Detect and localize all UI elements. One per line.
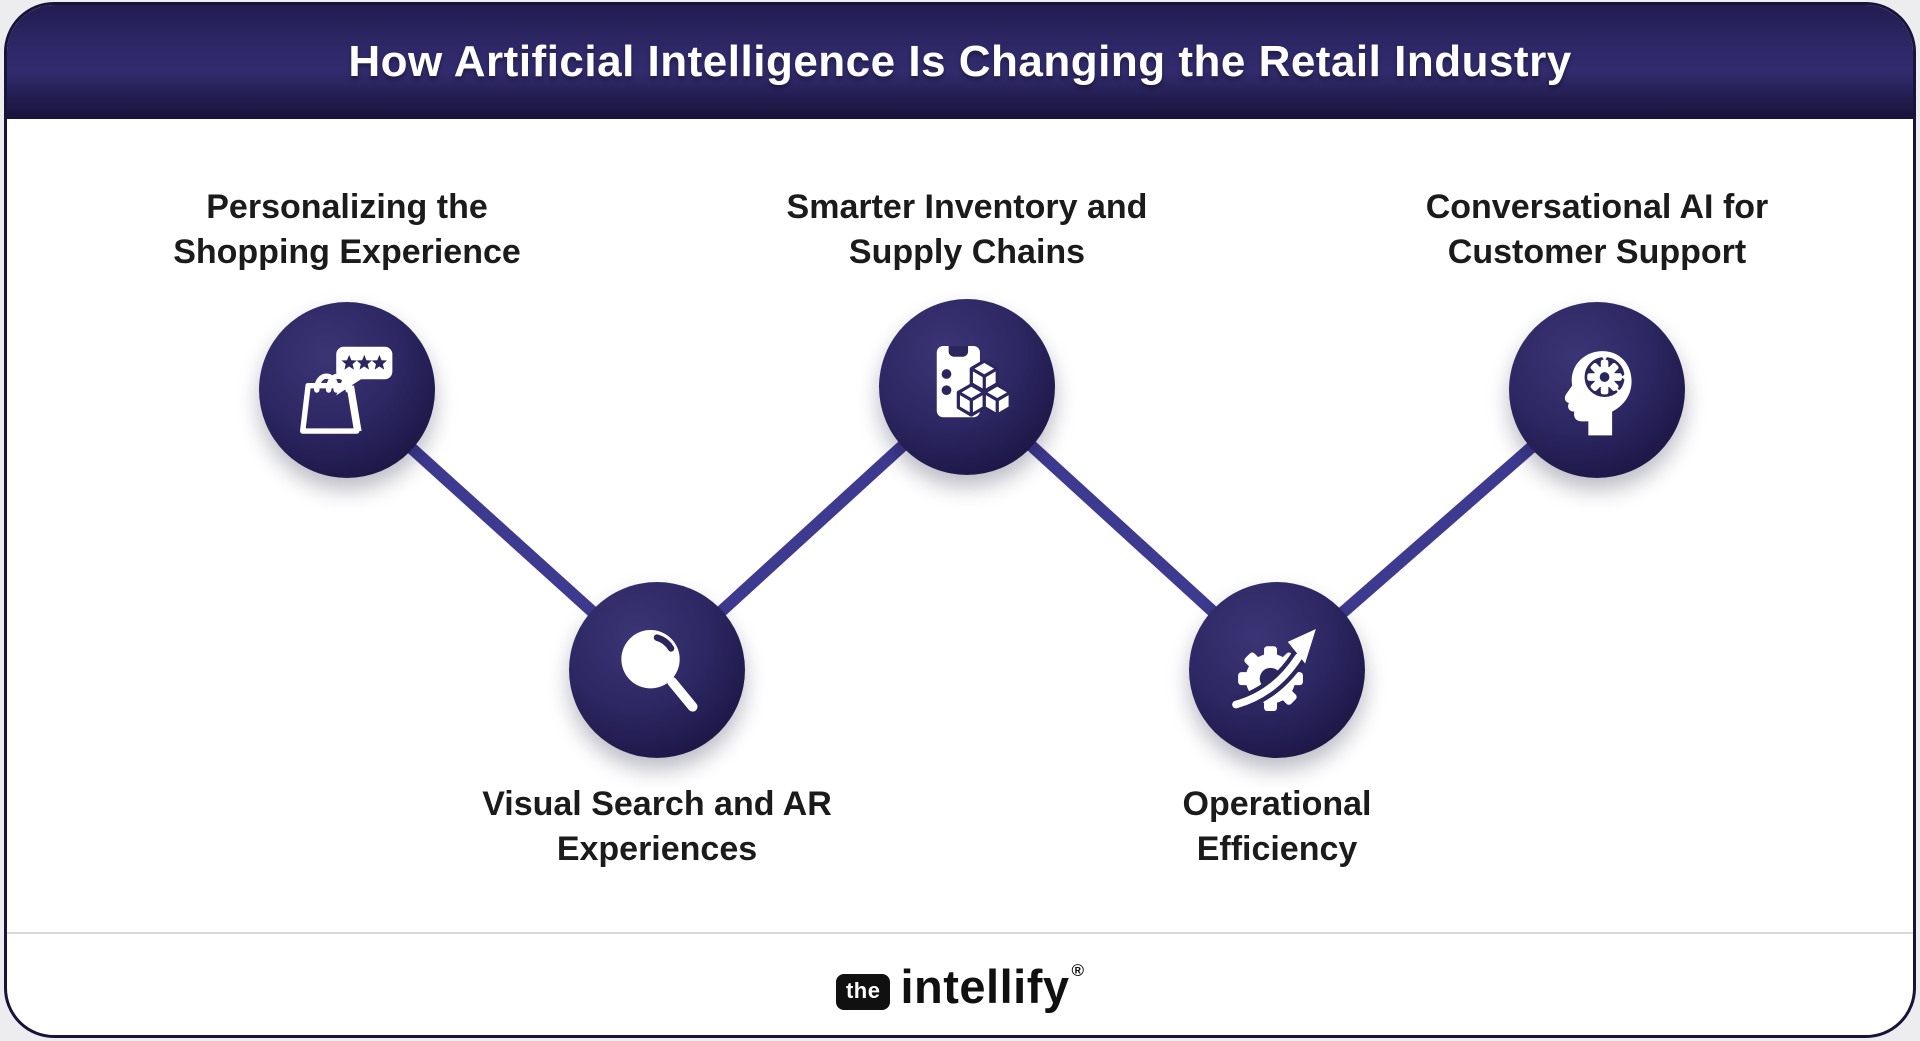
page-title: How Artificial Intelligence Is Changing … bbox=[348, 37, 1572, 86]
node-circle-personalizing bbox=[259, 302, 435, 478]
shopping-bag-rating-icon bbox=[300, 346, 393, 434]
node-label-efficiency: Operational Efficiency bbox=[1182, 785, 1372, 868]
node-circle-visual-search bbox=[569, 582, 745, 758]
infographic-card: How Artificial Intelligence Is Changing … bbox=[4, 2, 1916, 1038]
node-circle-efficiency bbox=[1189, 582, 1365, 758]
footer: the intellify ® bbox=[7, 934, 1913, 1035]
node-label-conversational-ai: Conversational AI for Customer Support bbox=[1425, 188, 1769, 271]
node-label-inventory: Smarter Inventory and Supply Chains bbox=[786, 188, 1148, 271]
inventory-clipboard-cubes-icon bbox=[936, 345, 1012, 418]
node-label-personalizing: Personalizing the Shopping Experience bbox=[173, 188, 521, 271]
logo-wordmark: intellify bbox=[900, 960, 1070, 1013]
head-gear-ai-icon bbox=[1564, 351, 1632, 436]
node-circle-inventory bbox=[879, 299, 1055, 475]
flow-diagram: Personalizing the Shopping Experience bbox=[7, 5, 1913, 1035]
node-label-visual-search: Visual Search and AR Experiences bbox=[482, 785, 832, 868]
header-banner: How Artificial Intelligence Is Changing … bbox=[7, 5, 1913, 119]
logo-the-badge: the bbox=[835, 973, 891, 1010]
footer-divider bbox=[7, 932, 1913, 934]
magnifier-icon bbox=[621, 630, 698, 712]
zigzag-connector-lines bbox=[342, 378, 1601, 679]
gear-growth-arrow-icon bbox=[1227, 628, 1316, 713]
node-circle-conversational-ai bbox=[1509, 302, 1685, 478]
intellify-logo: the intellify ® bbox=[835, 959, 1085, 1014]
registered-trademark-icon: ® bbox=[1071, 961, 1085, 980]
